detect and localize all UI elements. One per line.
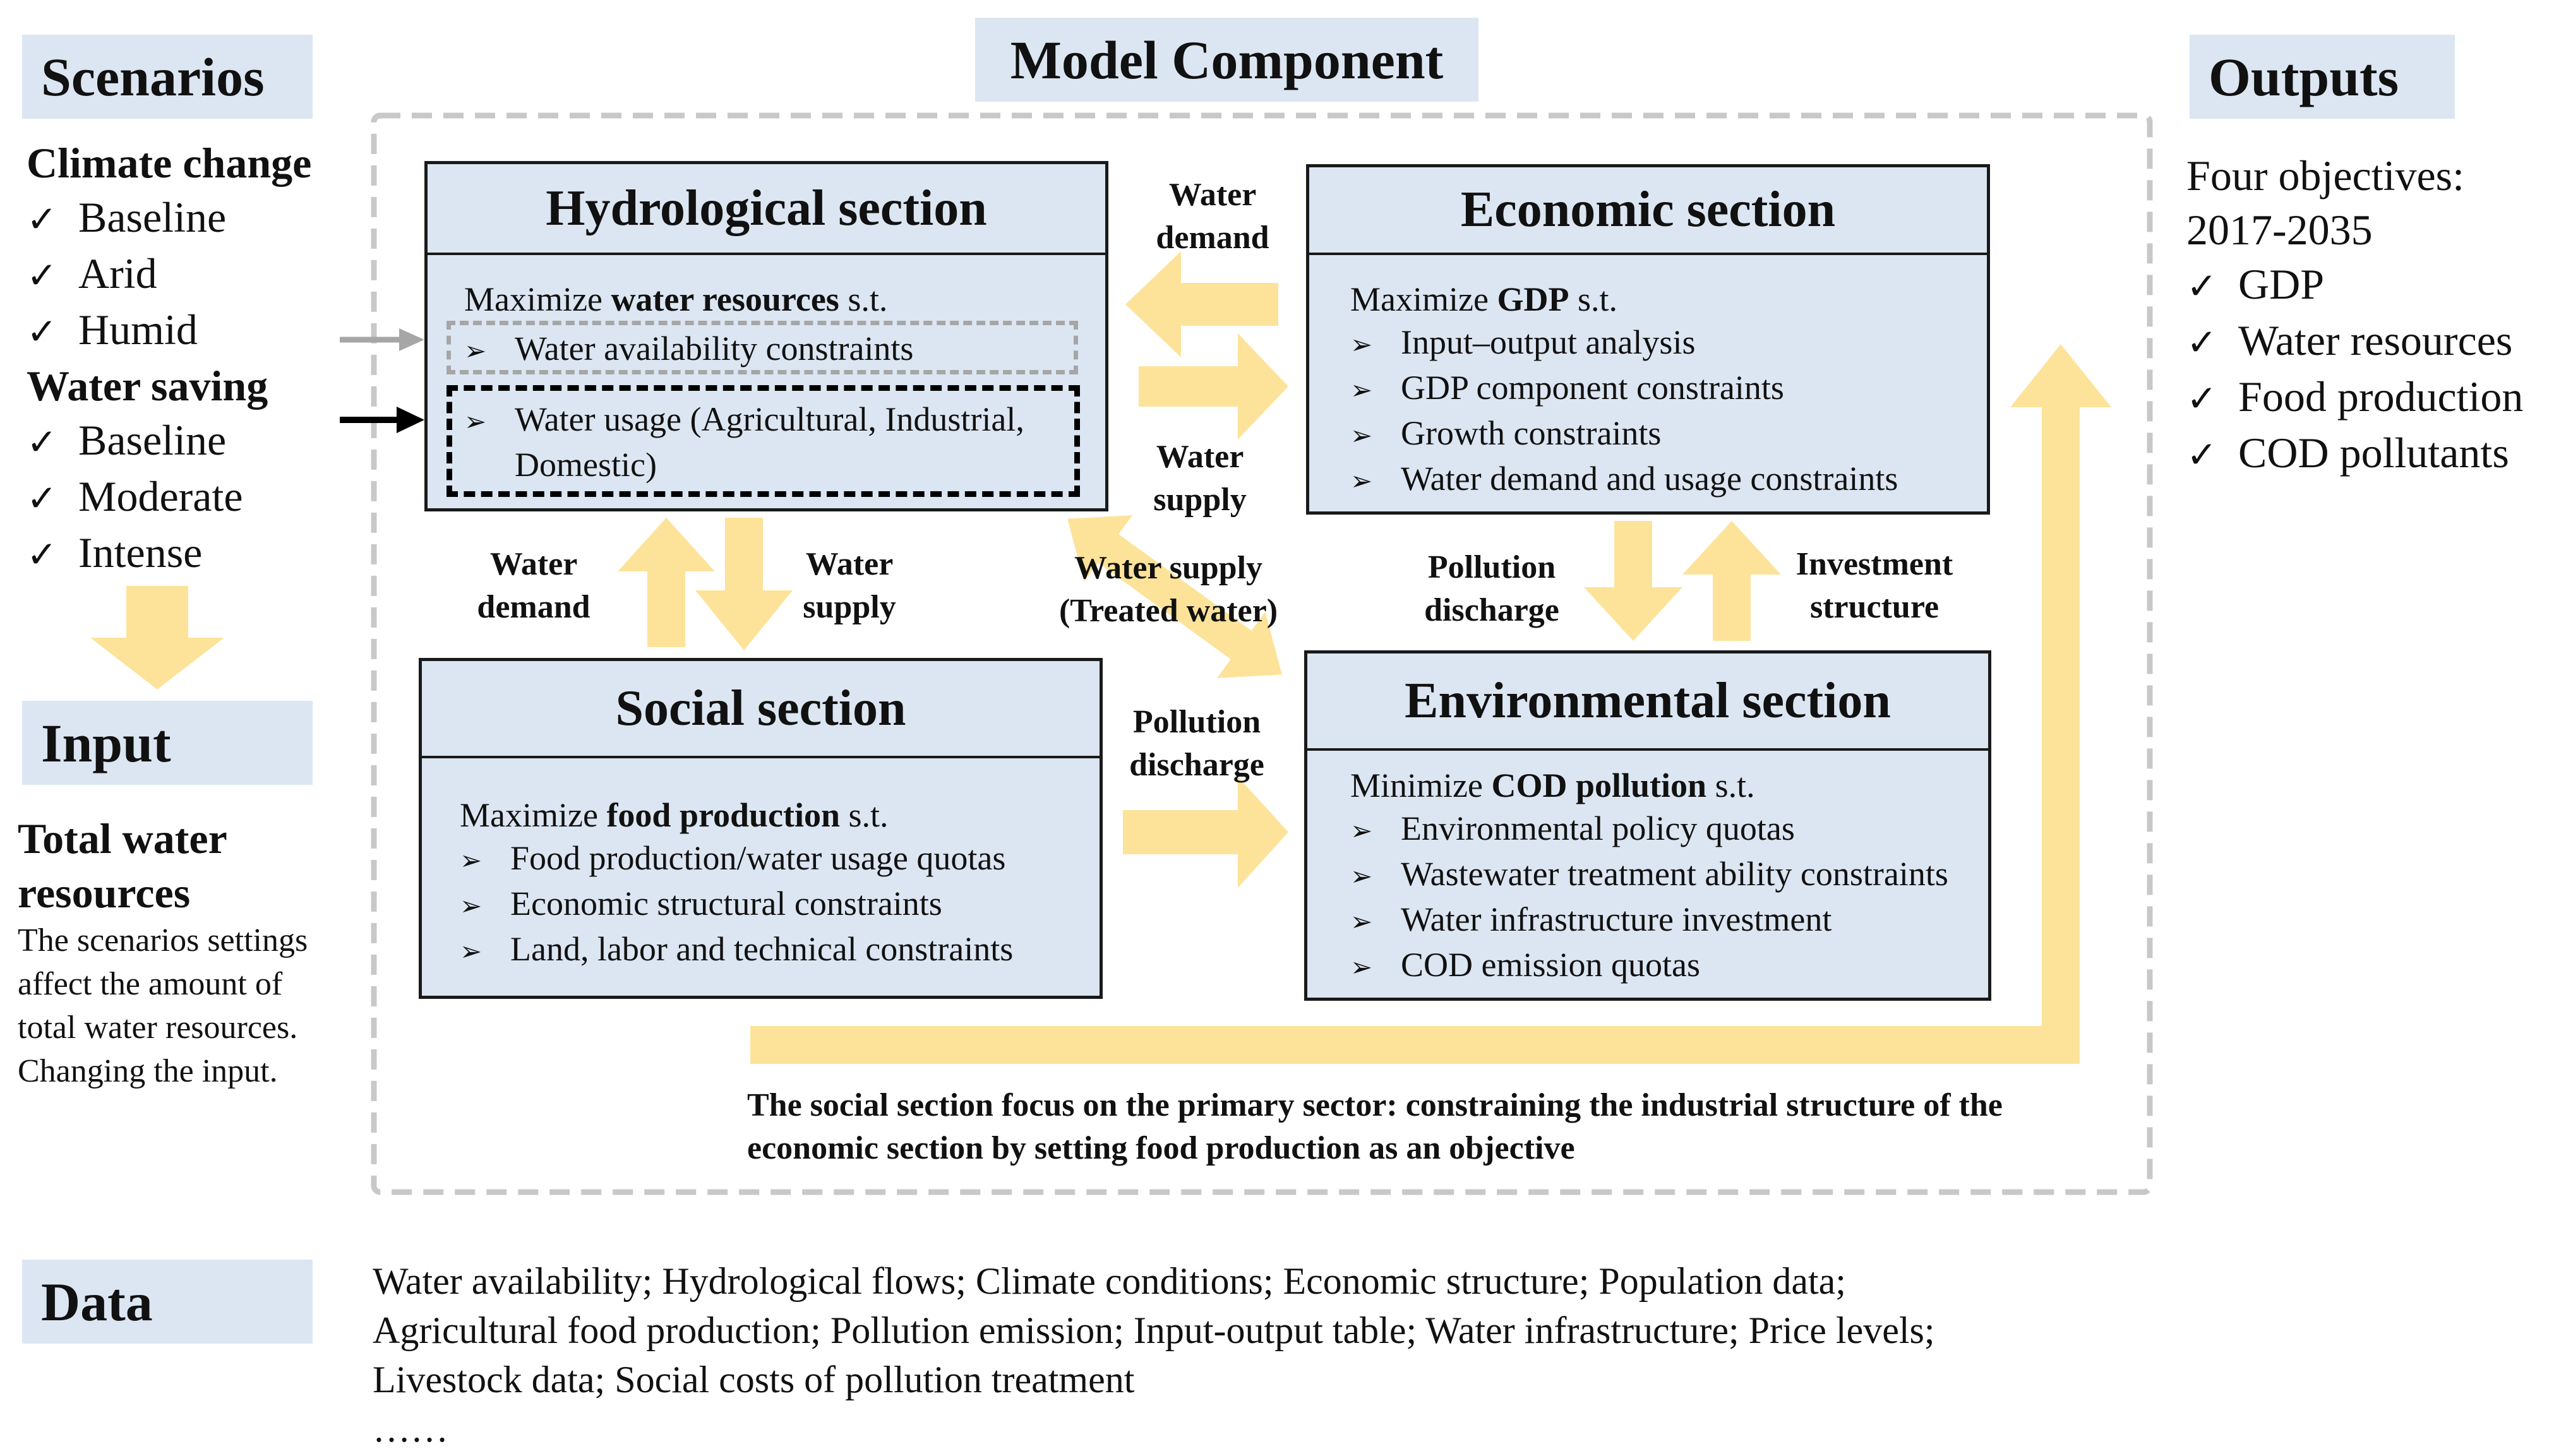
gray-input-arrow — [340, 328, 424, 351]
water-usage-item: ➢Water usage (Agricultural, Industrial, … — [464, 400, 1024, 484]
economic-section: Economic section Maximize GDP s.t. ➢Inpu… — [1306, 164, 1990, 515]
hydrological-objective: Maximize water resources s.t. — [464, 280, 888, 318]
social-constraint: ➢Land, labor and technical constraints — [460, 928, 1013, 973]
social-constraint: ➢Economic structural constraints — [460, 882, 1013, 928]
data-sources-text: Water availability; Hydrological flows; … — [373, 1260, 1935, 1450]
arrowhead-icon: ➢ — [464, 406, 487, 437]
outputs-period: 2017-2035 — [2186, 206, 2373, 254]
hydro-econ-left-arrow — [1125, 251, 1278, 357]
arrowhead-icon: ➢ — [1350, 374, 1373, 405]
arrowhead-icon: ➢ — [460, 845, 483, 876]
output-item: Food production — [2186, 369, 2523, 426]
environmental-section: Environmental section Minimize COD pollu… — [1304, 650, 1991, 1001]
input-title: Total water resources — [18, 815, 227, 917]
environmental-constraint: ➢Wastewater treatment ability constraint… — [1350, 852, 1948, 898]
outputs-list: Four objectives: 2017-2035 GDP Water res… — [2186, 148, 2523, 482]
economic-objective: Maximize GDP s.t. ➢Input–output analysis… — [1350, 278, 1898, 503]
arrowhead-icon: ➢ — [1350, 420, 1373, 451]
data-header: Data — [22, 1260, 313, 1344]
model-component-header: Model Component — [975, 18, 1478, 102]
hydro-social-up-arrow — [618, 518, 715, 647]
environmental-constraint: ➢COD emission quotas — [1350, 943, 1948, 989]
arrowhead-icon: ➢ — [460, 936, 483, 967]
output-item: COD pollutants — [2186, 426, 2523, 482]
scenarios-list: Climate change Baseline Arid Humid Water… — [27, 136, 311, 582]
environmental-constraint: ➢Environmental policy quotas — [1350, 807, 1948, 852]
climate-change-title: Climate change — [27, 139, 312, 187]
arrowhead-icon: ➢ — [1350, 952, 1373, 982]
social-objective: Maximize food production s.t. ➢Food prod… — [460, 794, 1013, 973]
social-constraint: ➢Food production/water usage quotas — [460, 837, 1013, 882]
arrowhead-icon: ➢ — [1350, 906, 1373, 937]
environmental-constraint: ➢Water infrastructure investment — [1350, 898, 1948, 943]
econ-env-up-arrow — [1682, 521, 1781, 641]
economic-title: Economic section — [1309, 167, 1987, 255]
output-item: GDP — [2186, 257, 2523, 313]
hydrological-section: Hydrological section Maximize water reso… — [424, 161, 1108, 511]
treated-water-arrow — [1067, 515, 1282, 678]
social-section-note: The social section focus on the primary … — [747, 1087, 2003, 1166]
economic-constraint: ➢Water demand and usage constraints — [1350, 457, 1898, 503]
environmental-objective: Minimize COD pollution s.t. ➢Environment… — [1350, 764, 1948, 989]
social-section: Social section Maximize food production … — [419, 658, 1103, 999]
model-frame — [371, 112, 2153, 1195]
water-usage-box — [447, 385, 1080, 497]
hydrological-title: Hydrological section — [428, 164, 1105, 255]
climate-option: Humid — [27, 302, 311, 359]
flow-label-treated-water: Water supply(Treated water) — [1058, 550, 1278, 629]
arrowhead-icon: ➢ — [1350, 329, 1373, 360]
water-availability-item: ➢Water availability constraints — [464, 327, 913, 373]
economic-constraint: ➢Growth constraints — [1350, 412, 1898, 457]
climate-option: Baseline — [27, 190, 311, 246]
outputs-header: Outputs — [2190, 35, 2455, 119]
water-saving-title: Water saving — [27, 362, 268, 410]
input-description: The scenarios settings affect the amount… — [18, 922, 308, 1089]
arrowhead-icon: ➢ — [1350, 815, 1373, 846]
arrowhead-icon: ➢ — [460, 890, 483, 921]
saving-option: Baseline — [27, 413, 311, 469]
climate-option: Arid — [27, 246, 311, 302]
scenario-to-input-arrow — [90, 586, 224, 689]
scenarios-header: Scenarios — [22, 35, 313, 119]
black-input-arrow — [340, 407, 424, 433]
hydro-econ-right-arrow — [1139, 333, 1288, 439]
saving-option: Intense — [27, 525, 311, 582]
arrowhead-icon: ➢ — [1350, 861, 1373, 892]
social-env-right-arrow — [1123, 777, 1288, 888]
outputs-intro: Four objectives: — [2186, 152, 2465, 200]
input-header: Input — [22, 701, 313, 785]
arrowhead-icon: ➢ — [1350, 465, 1373, 496]
hydro-social-down-arrow — [695, 518, 793, 650]
econ-env-down-arrow — [1584, 521, 1682, 641]
saving-option: Moderate — [27, 469, 311, 525]
economic-constraint: ➢GDP component constraints — [1350, 366, 1898, 412]
environmental-title: Environmental section — [1307, 653, 1988, 751]
arrowhead-icon: ➢ — [464, 335, 487, 366]
water-availability-box — [447, 321, 1078, 374]
economic-constraint: ➢Input–output analysis — [1350, 321, 1898, 366]
output-item: Water resources — [2186, 313, 2523, 369]
social-title: Social section — [422, 661, 1100, 758]
